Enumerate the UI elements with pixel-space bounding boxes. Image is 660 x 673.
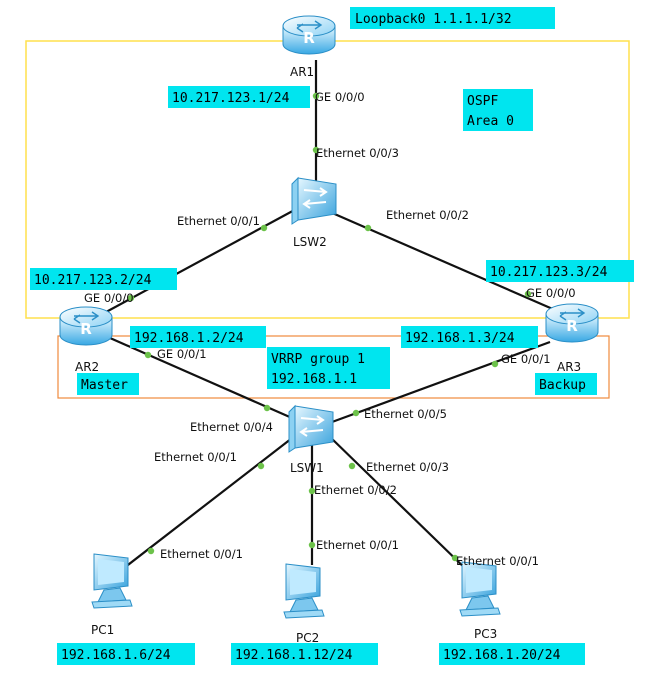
port-label-lsw2-e002: Ethernet 0/0/2 (386, 208, 469, 222)
label-bg (30, 268, 177, 290)
device-name-ar3: AR3 (557, 360, 581, 374)
label-bg (463, 89, 533, 131)
label-bg (231, 643, 378, 665)
port-dot (147, 547, 155, 555)
port-dot (352, 409, 360, 417)
pc-pc3[interactable]: PC3 (459, 561, 501, 641)
link-ar2-lsw1 (109, 336, 293, 420)
device-name-ar2: AR2 (75, 360, 99, 374)
router-ar2[interactable]: AR2 (59, 306, 113, 374)
label-bg (401, 326, 538, 348)
ar3-ge001-address: 192.168.1.3/24 (405, 331, 515, 346)
port-label-ar2-ge001: GE 0/0/1 (157, 347, 207, 361)
link-lsw1-pc1 (123, 434, 297, 569)
router-icon (282, 15, 336, 55)
device-name-lsw1: LSW1 (290, 461, 324, 475)
router-icon (59, 306, 113, 346)
port-dot (364, 224, 372, 232)
port-label-lsw2-e001: Ethernet 0/0/1 (177, 214, 260, 228)
pc3-address: 192.168.1.20/24 (443, 648, 561, 663)
port-dot (257, 462, 265, 470)
port-dot (451, 554, 459, 562)
label-bg (57, 643, 195, 665)
switch-icon (291, 177, 337, 225)
port-dot (491, 360, 499, 368)
device-name-lsw2: LSW2 (293, 235, 327, 249)
pc-icon (91, 553, 133, 609)
link-ar3-lsw1 (331, 340, 551, 424)
port-label-ar2-ge000: GE 0/0/0 (84, 291, 134, 305)
ospf-area-label: Area 0 (467, 114, 514, 129)
port-label-ar1-ge000: GE 0/0/0 (315, 90, 365, 104)
pc1-address: 192.168.1.6/24 (61, 648, 171, 663)
ar3-ge000-address: 10.217.123.3/24 (490, 265, 608, 280)
device-name-pc2: PC2 (296, 631, 319, 645)
port-label-lsw1-e005: Ethernet 0/0/5 (364, 407, 447, 421)
port-label-pc1-e001: Ethernet 0/0/1 (160, 547, 243, 561)
port-dot (308, 487, 316, 495)
port-dot (312, 146, 320, 154)
device-name-pc1: PC1 (91, 623, 114, 637)
pc-icon (459, 561, 501, 617)
label-bg (535, 373, 597, 395)
label-bg (350, 7, 555, 29)
label-bg (130, 326, 266, 348)
router-icon (545, 303, 599, 343)
router-ar3[interactable]: AR3 (545, 303, 599, 374)
ar1-loopback-address: Loopback0 1.1.1.1/32 (355, 12, 512, 27)
port-label-lsw1-e004: Ethernet 0/0/4 (190, 420, 273, 434)
port-label-ar3-ge001: GE 0/0/1 (501, 352, 551, 366)
port-dot (312, 92, 320, 100)
label-bg (439, 643, 585, 665)
port-dot (127, 294, 135, 302)
label-bg (77, 373, 139, 395)
ar2-ge001-address: 192.168.1.2/24 (134, 331, 244, 346)
label-bg (486, 260, 634, 282)
vrrp-group-label: VRRP group 1 (271, 352, 365, 367)
switch-lsw1[interactable]: LSW1 (288, 405, 334, 475)
router-ar1[interactable]: AR1 (282, 15, 336, 79)
ar2-ge000-address: 10.217.123.2/24 (34, 273, 152, 288)
link-lsw1-pc3 (327, 434, 473, 576)
port-label-pc3-e001: Ethernet 0/0/1 (456, 554, 539, 568)
port-label-lsw2-e003: Ethernet 0/0/3 (316, 146, 399, 160)
pc2-address: 192.168.1.12/24 (235, 648, 353, 663)
port-dot (524, 290, 532, 298)
vrrp-virtual-ip: 192.168.1.1 (271, 372, 357, 387)
port-dot (348, 462, 356, 470)
port-dot (260, 224, 268, 232)
device-name-ar1: AR1 (290, 65, 314, 79)
port-dot (263, 404, 271, 412)
port-label-lsw1-e001: Ethernet 0/0/1 (154, 450, 237, 464)
pc-icon (283, 563, 325, 619)
switch-icon (288, 405, 334, 453)
device-name-pc3: PC3 (474, 627, 497, 641)
vrrp-group-box (57, 335, 610, 399)
label-bg (168, 86, 310, 108)
ospf-label: OSPF (467, 94, 498, 109)
port-label-pc2-e001: Ethernet 0/0/1 (316, 538, 399, 552)
ar2-role-label: Master (81, 378, 128, 393)
switch-lsw2[interactable]: LSW2 (291, 177, 337, 249)
ar3-role-label: Backup (539, 378, 586, 393)
port-dot (308, 541, 316, 549)
pc-pc2[interactable]: PC2 (283, 563, 325, 645)
port-dot (144, 351, 152, 359)
port-label-lsw1-e003: Ethernet 0/0/3 (366, 460, 449, 474)
label-bg (267, 347, 390, 389)
pc-pc1[interactable]: PC1 (91, 553, 133, 637)
port-label-lsw1-e002: Ethernet 0/0/2 (314, 483, 397, 497)
ar1-ge000-address: 10.217.123.1/24 (172, 91, 290, 106)
port-label-ar3-ge000: GE 0/0/0 (526, 286, 576, 300)
